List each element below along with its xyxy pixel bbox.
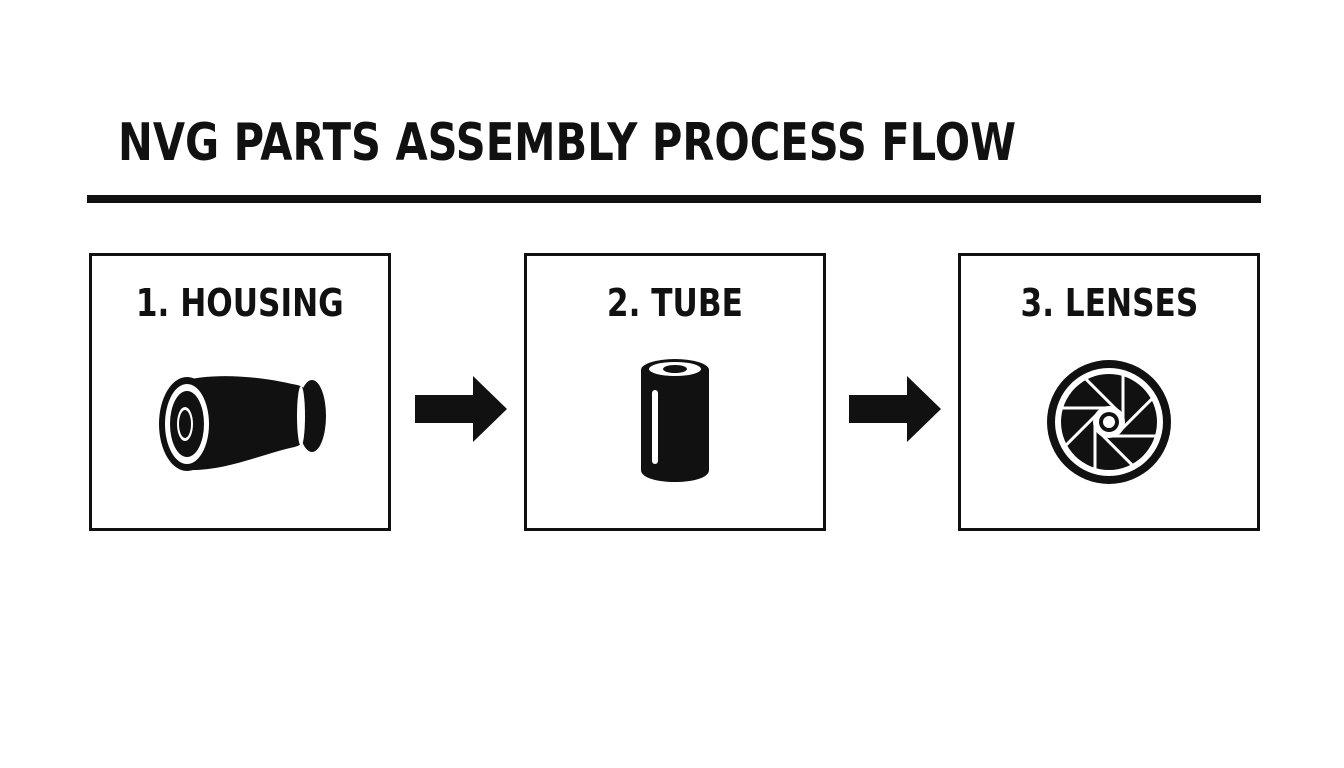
arrow-right-icon <box>849 376 941 442</box>
housing-icon <box>159 376 326 471</box>
step-box-lenses: 3. LENSES <box>958 253 1260 531</box>
lens-aperture-icon <box>1047 360 1171 484</box>
arrow-right-icon <box>415 376 507 442</box>
tube-icon <box>641 359 709 482</box>
page-title: NVG PARTS ASSEMBLY PROCESS FLOW <box>118 113 1016 173</box>
step-label-text: 3. LENSES <box>1020 281 1198 325</box>
step-box-tube: 2. TUBE <box>524 253 826 531</box>
step-label-text: 2. TUBE <box>607 281 743 325</box>
title-divider <box>87 195 1261 203</box>
step-label-housing: 1. HOUSING <box>92 280 388 326</box>
step-label-lenses: 3. LENSES <box>961 280 1257 326</box>
step-label-tube: 2. TUBE <box>527 280 823 326</box>
step-box-housing: 1. HOUSING <box>89 253 391 531</box>
step-label-text: 1. HOUSING <box>136 281 344 325</box>
